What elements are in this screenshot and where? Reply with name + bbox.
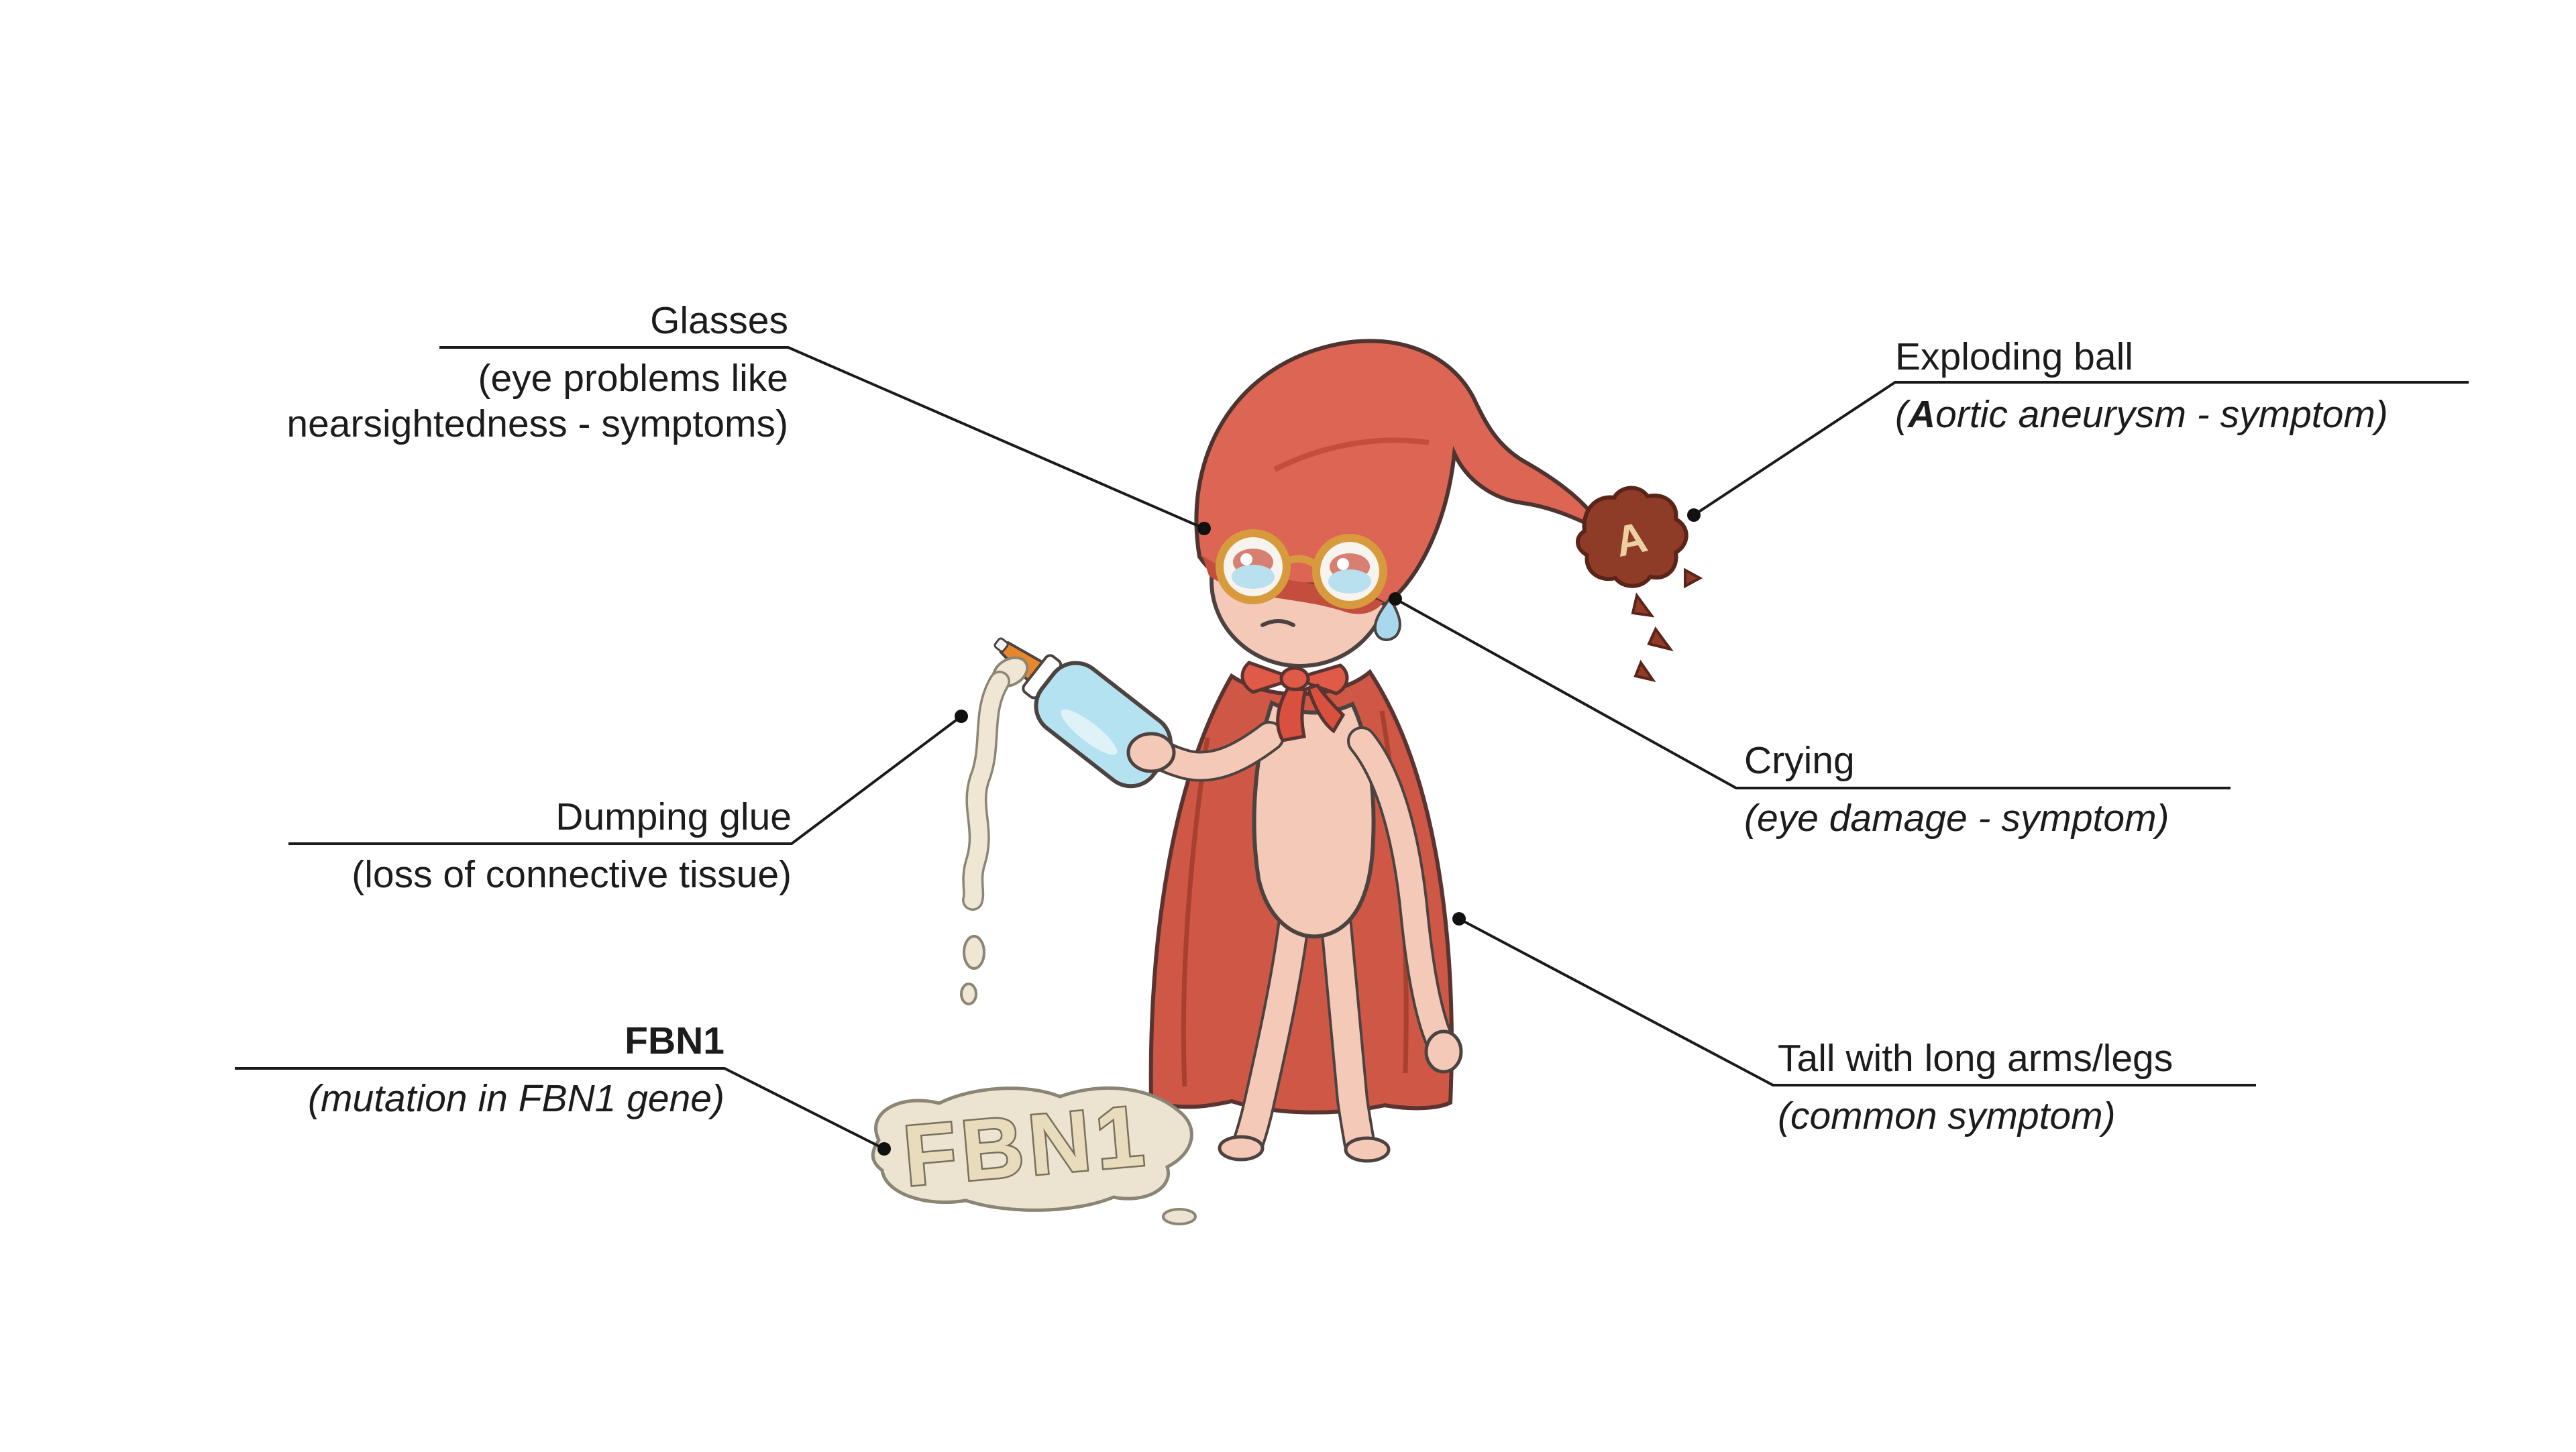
dot-crying <box>1389 592 1402 606</box>
annotation-crying-subtitle: (eye damage - symptom) <box>1744 797 2169 840</box>
annotation-glasses-sub1: (eye problems like <box>478 357 788 400</box>
annotation-fbn1-subtitle: (mutation in FBN1 gene) <box>308 1077 724 1120</box>
annotation-crying-title: Crying <box>1744 739 1855 782</box>
dot-exploding-ball <box>1687 508 1701 522</box>
hand <box>1126 732 1176 773</box>
dot-glasses <box>1197 522 1211 535</box>
tear-drop <box>1373 596 1401 641</box>
neck-bow <box>1240 661 1349 742</box>
leader-line-exploding-ball <box>1693 381 2469 516</box>
leader-line-fbn1 <box>235 1067 885 1150</box>
dot-fbn1 <box>877 1142 891 1156</box>
glue-word: FBN1 <box>900 1087 1152 1204</box>
exploding-ball: A <box>1576 486 1688 588</box>
leader-line-crying <box>1395 598 2231 789</box>
mouth <box>1260 619 1295 627</box>
leader-line-dumping-glue <box>288 715 963 845</box>
legs <box>1218 909 1391 1163</box>
annotation-tall-title: Tall with long arms/legs <box>1778 1037 2174 1080</box>
subtitle-open-paren: ( <box>1895 393 1908 436</box>
subtitle-rest: ortic aneurysm - symptom) <box>1935 393 2388 436</box>
leader-line-tall <box>1458 917 2256 1086</box>
leader-dots <box>877 508 1701 1156</box>
annotation-fbn1-title: FBN1 <box>625 1019 724 1062</box>
annotation-tall-subtitle: (common symptom) <box>1778 1095 2116 1137</box>
annotation-dumping-glue-title: Dumping glue <box>555 795 792 838</box>
leader-lines <box>235 346 2469 1150</box>
annotation-exploding-ball-title: Exploding ball <box>1895 335 2133 378</box>
annotation-glasses-subtitle: (eye problems like nearsightedness - sym… <box>286 355 788 447</box>
dot-dumping-glue <box>955 710 968 723</box>
right-arm <box>1347 726 1463 1074</box>
annotation-dumping-glue-subtitle: (loss of connective tissue) <box>352 853 792 896</box>
glasses <box>1216 529 1387 609</box>
subtitle-bold-letter: A <box>1907 393 1936 436</box>
leader-line-glasses <box>439 346 1205 530</box>
annotation-glasses-title: Glasses <box>650 299 788 342</box>
dot-tall <box>1452 912 1466 926</box>
torso <box>1252 700 1376 939</box>
glue-stream <box>960 656 1029 1005</box>
annotation-exploding-ball-subtitle: (Aortic aneurysm - symptom) <box>1895 392 2388 437</box>
annotation-glasses-sub2: nearsightedness - symptoms) <box>286 402 788 445</box>
aneurysm-debris <box>1631 567 1703 683</box>
fbn1-glue-puddle: FBN1 <box>871 1086 1197 1225</box>
